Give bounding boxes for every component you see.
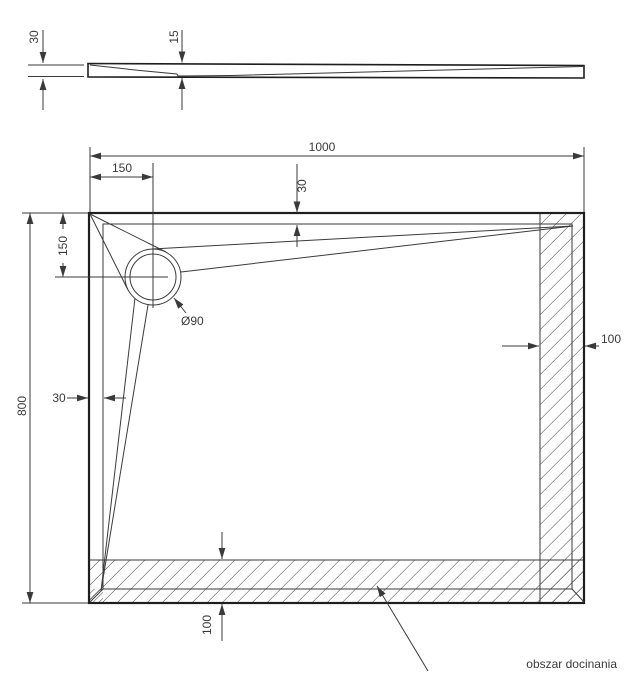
dim-drain-offset-x-label: 150 [112,161,132,175]
dim-rim-left: 30 [52,391,126,405]
dim-side-thickness: 30 [27,30,84,110]
trim-area-right-hatch [540,213,584,603]
plan-view: Ø90 1000 150 30 150 [15,140,621,672]
dim-drain-offset-x: 150 [90,161,153,181]
dim-height-label: 800 [15,396,29,416]
side-view-basin-floor [139,66,584,77]
dim-drain-offset-y-label: 150 [56,236,70,256]
side-view-outline [87,62,585,79]
dim-side-thickness-label: 30 [27,30,41,44]
dim-side-drain-depth-label: 15 [167,30,181,44]
dim-trim-right-label: 100 [601,332,621,346]
dim-trim-bottom: 100 [200,532,226,641]
trim-area-label: obszar docinania [526,657,617,671]
dim-drain-offset-y: 150 [56,213,70,277]
dim-rim-top: 30 [293,164,309,247]
drain [55,163,182,308]
dim-width-label: 1000 [309,140,336,154]
dim-drain-diameter: Ø90 [173,297,204,328]
trim-area-leader-line [376,585,429,672]
tray-outer-outline [87,211,586,605]
dim-rim-top-label: 30 [295,179,309,193]
miter-bottom-right [571,588,585,603]
trim-area-callout: obszar docinania [376,585,617,672]
side-view: 30 15 [27,30,585,110]
dim-rim-left-label: 30 [52,391,66,405]
dim-height-800: 800 [15,212,88,604]
dim-trim-right: 100 [502,332,621,350]
trim-area-bottom-hatch [89,560,584,603]
dim-trim-bottom-label: 100 [200,615,214,635]
miter-bottom-left [89,588,104,603]
floor-slope-lines [89,213,574,592]
dim-side-drain-depth: 15 [167,30,186,110]
dim-width-1000: 1000 [89,140,585,212]
dim-drain-diameter-label: Ø90 [181,314,204,328]
side-view-slope-wedge [89,64,141,71]
tray-rim-inner-edge [102,223,573,590]
